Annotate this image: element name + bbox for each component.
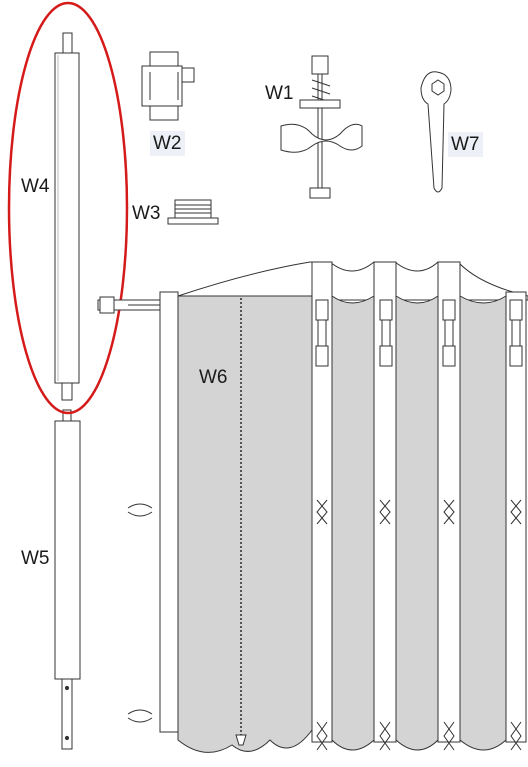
part-w2-bracket (141, 51, 195, 121)
part-w1-bolt (280, 55, 363, 199)
buckles (315, 299, 523, 367)
part-w7-wrench (420, 71, 452, 193)
pole-w4 (54, 32, 80, 401)
label-w6: W6 (199, 367, 228, 388)
pole-w5 (54, 409, 81, 750)
part-w3-cap (167, 199, 219, 225)
label-w3: W3 (132, 203, 161, 224)
label-w5: W5 (21, 548, 50, 569)
label-w4: W4 (21, 176, 50, 197)
label-w1: W1 (265, 83, 294, 104)
label-w7: W7 (448, 132, 483, 157)
side-strap (97, 296, 161, 314)
label-w2: W2 (150, 131, 185, 156)
curtain-w6 (159, 261, 528, 753)
ties (127, 499, 522, 751)
highlight-ellipse (7, 1, 129, 415)
